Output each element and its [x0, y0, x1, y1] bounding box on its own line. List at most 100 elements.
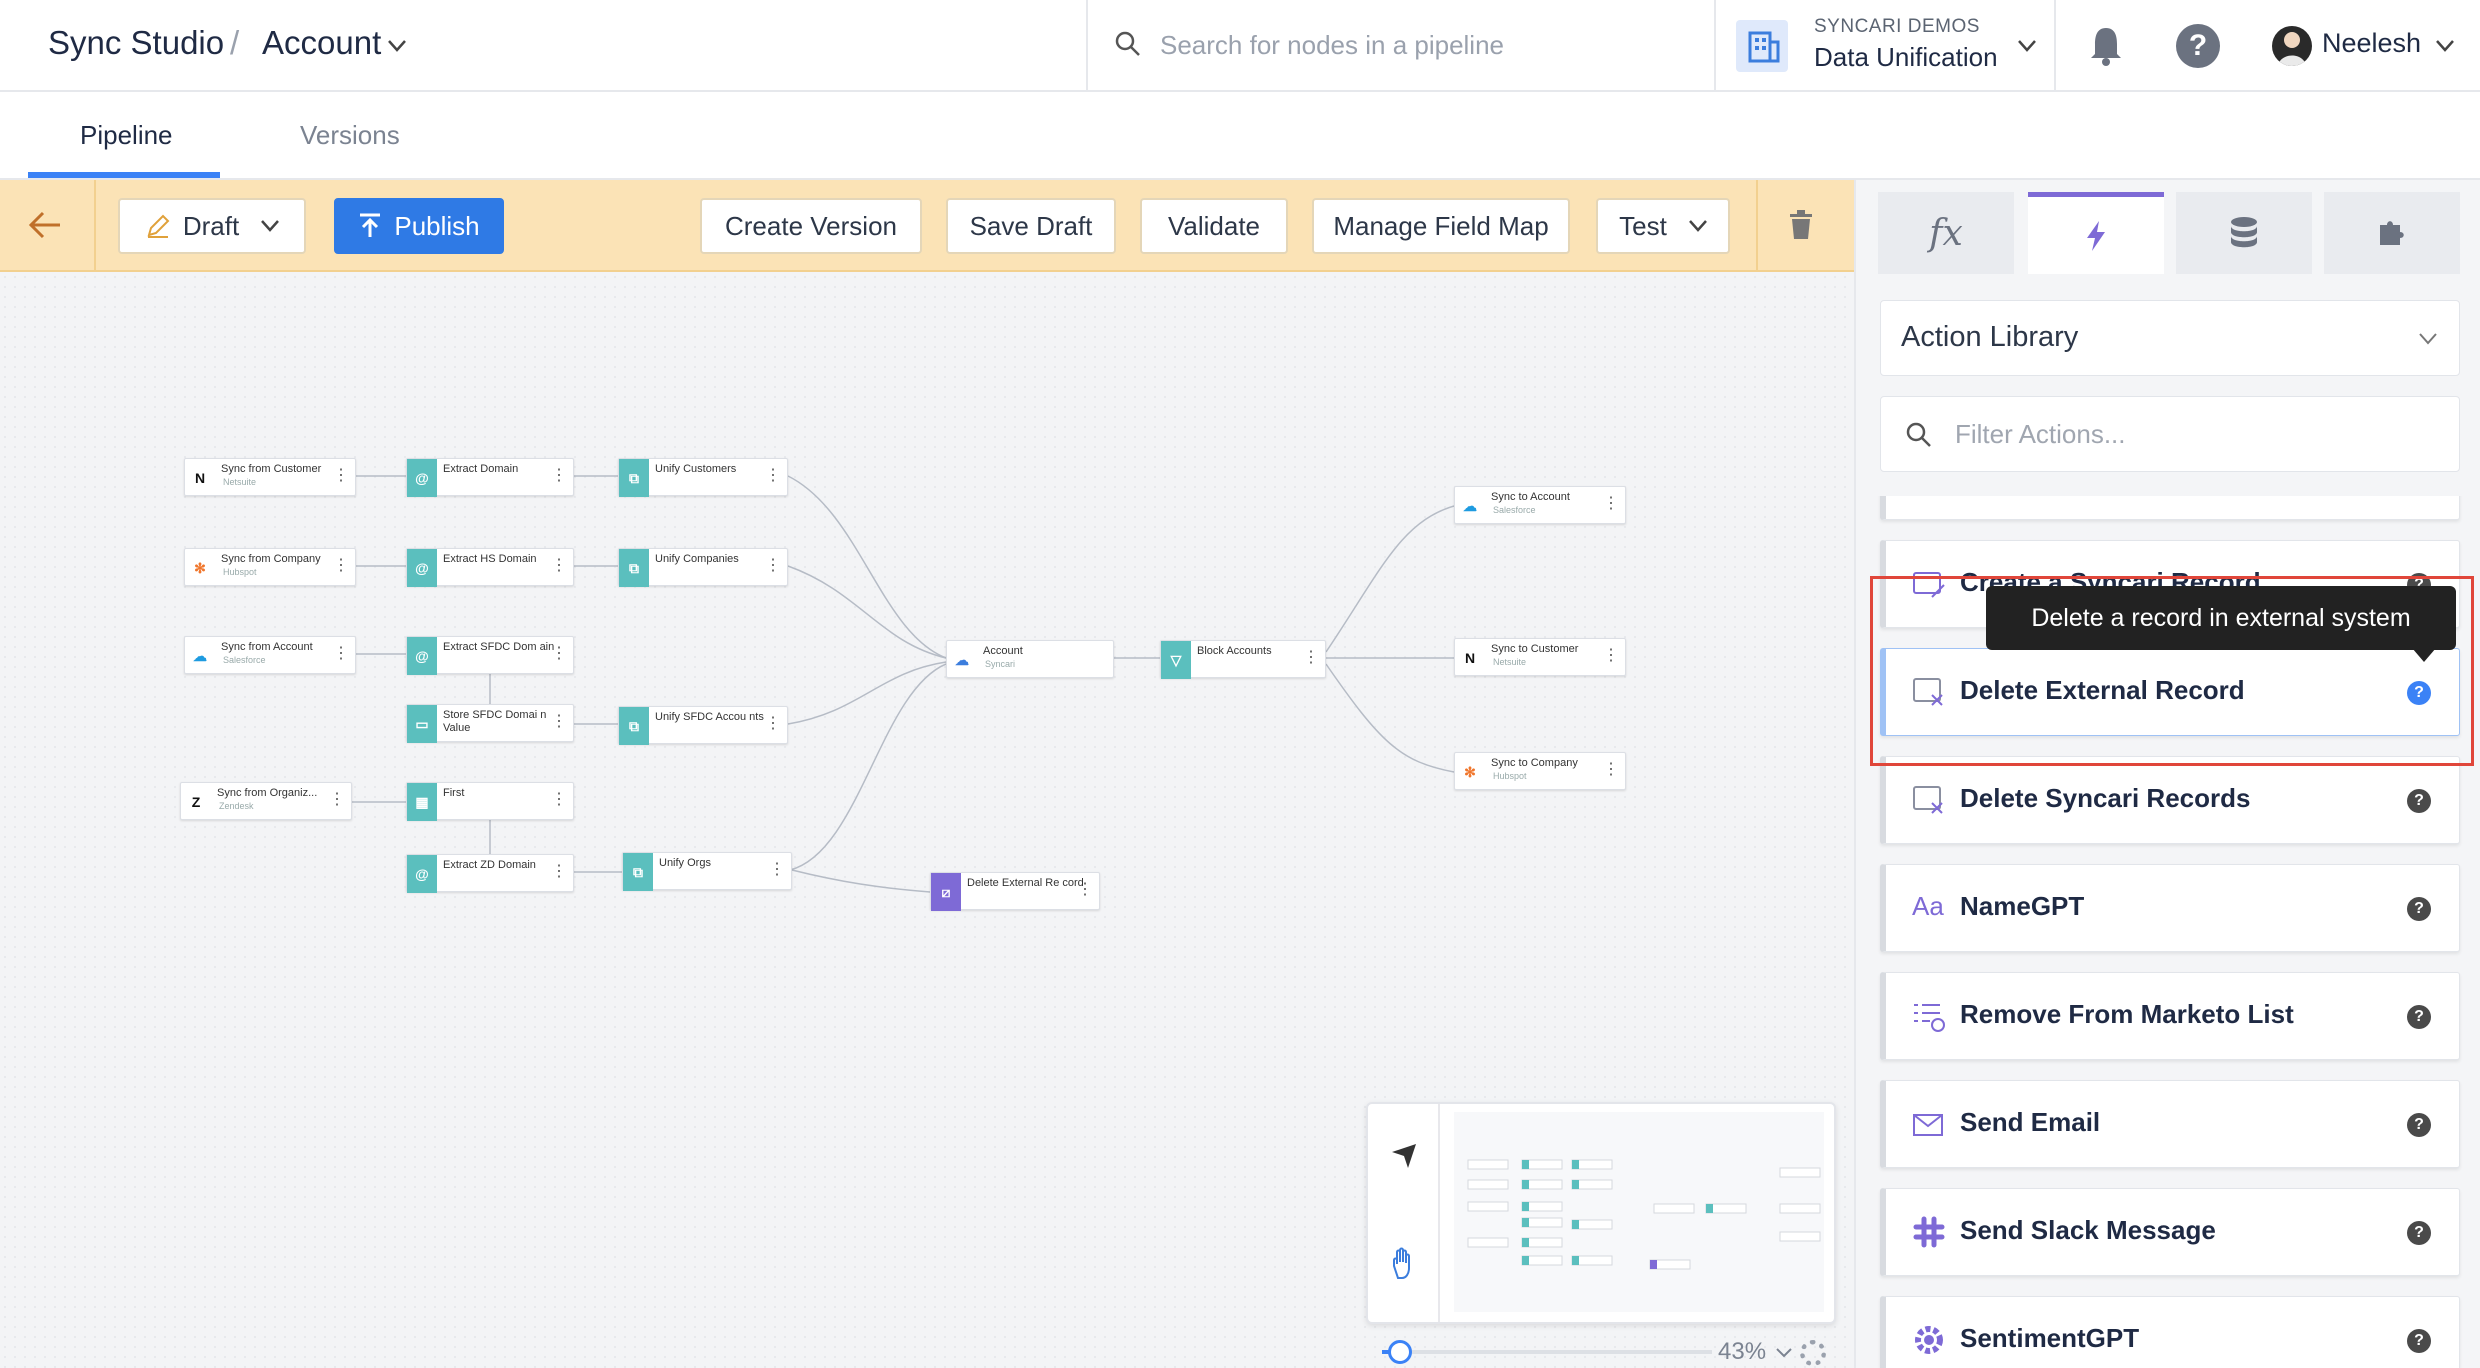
library-dropdown[interactable]: Action Library: [1880, 300, 2460, 376]
search-input[interactable]: Search for nodes in a pipeline: [1160, 30, 1505, 60]
help-icon[interactable]: ?: [2407, 681, 2431, 705]
tab-pipeline[interactable]: Pipeline: [80, 120, 173, 150]
help-icon[interactable]: ?: [2407, 789, 2431, 813]
pipeline-node[interactable]: @ Extract SFDC Dom ain ⋮: [406, 636, 574, 675]
action-remove-from-marketo-list[interactable]: Remove From Marketo List ?: [1880, 972, 2460, 1060]
pipeline-node[interactable]: ▽ Block Accounts ⋮: [1160, 640, 1326, 679]
tab-functions[interactable]: fx: [1878, 192, 2014, 274]
pipeline-node[interactable]: ⧉ Unify Customers ⋮: [618, 458, 788, 497]
help-icon[interactable]: ?: [2176, 24, 2220, 68]
pipeline-node[interactable]: N Sync from Customer Netsuite ⋮: [184, 458, 356, 496]
user-name[interactable]: Neelesh: [2322, 28, 2422, 58]
connector-lines: [352, 475, 1455, 893]
pipeline-node[interactable]: ☁ Account Syncari: [946, 640, 1114, 678]
help-icon[interactable]: ?: [2407, 897, 2431, 921]
pipeline-node[interactable]: ⧉ Unify Companies ⋮: [618, 548, 788, 587]
hand-tool-icon[interactable]: [1388, 1246, 1420, 1280]
tab-extensions[interactable]: [2324, 192, 2460, 274]
filter-input[interactable]: Filter Actions...: [1955, 419, 2126, 449]
action-send-email[interactable]: Send Email ?: [1880, 1080, 2460, 1168]
pipeline-node[interactable]: ✻ Sync to Company Hubspot ⋮: [1454, 752, 1626, 790]
zendesk-icon: Z: [191, 794, 201, 810]
node-menu-icon[interactable]: ⋮: [333, 645, 349, 662]
help-icon[interactable]: ?: [2407, 1005, 2431, 1029]
node-menu-icon[interactable]: ⋮: [551, 713, 567, 730]
node-menu-icon[interactable]: ⋮: [333, 467, 349, 484]
action-delete-syncari-records[interactable]: Delete Syncari Records ?: [1880, 756, 2460, 844]
pipeline-node[interactable]: @ Extract HS Domain ⋮: [406, 548, 574, 587]
lightning-icon: [2087, 220, 2105, 251]
validate-button[interactable]: Validate: [1140, 198, 1288, 254]
tab-actions[interactable]: [2028, 192, 2164, 274]
draft-dropdown[interactable]: Draft: [118, 198, 306, 254]
pipeline-node[interactable]: ▦ First ⋮: [406, 782, 574, 821]
trash-icon[interactable]: [1788, 210, 1814, 240]
node-menu-icon[interactable]: ⋮: [765, 557, 781, 574]
node-menu-icon[interactable]: ⋮: [551, 791, 567, 808]
pipeline-node[interactable]: ⧄ Delete External Re cord ⋮: [930, 872, 1100, 911]
node-search[interactable]: Search for nodes in a pipeline: [1086, 0, 1716, 92]
node-menu-icon[interactable]: ⋮: [1603, 495, 1619, 512]
create-version-button[interactable]: Create Version: [700, 198, 922, 254]
org-switcher[interactable]: SYNCARI DEMOS Data Unification: [1716, 0, 2056, 92]
back-arrow-icon[interactable]: [28, 210, 62, 240]
pipeline-node[interactable]: ☁ Sync to Account Salesforce ⋮: [1454, 486, 1626, 524]
tab-versions[interactable]: Versions: [300, 120, 400, 150]
pipeline-node[interactable]: @ Extract Domain ⋮: [406, 458, 574, 497]
pointer-tool-icon[interactable]: [1388, 1140, 1420, 1172]
help-icon[interactable]: ?: [2407, 1329, 2431, 1353]
manage-field-map-button[interactable]: Manage Field Map: [1312, 198, 1570, 254]
action-delete-external-record[interactable]: Delete External Record ?: [1880, 648, 2460, 736]
chevron-down-icon: [2018, 40, 2036, 52]
help-icon[interactable]: ?: [2407, 1113, 2431, 1137]
zoom-slider-track[interactable]: [1382, 1350, 1712, 1354]
pipeline-node[interactable]: ⧉ Unify Orgs ⋮: [622, 852, 792, 891]
chevron-down-icon[interactable]: [1776, 1348, 1792, 1358]
list-item[interactable]: [1880, 496, 2460, 520]
node-menu-icon[interactable]: ⋮: [551, 645, 567, 662]
building-icon: [1736, 20, 1788, 72]
pipeline-node[interactable]: ✻ Sync from Company Hubspot ⋮: [184, 548, 356, 586]
chevron-down-icon[interactable]: [388, 40, 406, 52]
pipeline-node[interactable]: Z Sync from Organiz... Zendesk ⋮: [180, 782, 352, 820]
node-menu-icon[interactable]: ⋮: [551, 467, 567, 484]
pipeline-node[interactable]: ⧉ Unify SFDC Accou nts ⋮: [618, 706, 788, 745]
pipeline-node[interactable]: @ Extract ZD Domain ⋮: [406, 854, 574, 893]
node-menu-icon[interactable]: ⋮: [769, 861, 785, 878]
avatar[interactable]: [2272, 26, 2312, 66]
library-title: Action Library: [1901, 321, 2079, 353]
tab-data[interactable]: [2176, 192, 2312, 274]
node-menu-icon[interactable]: ⋮: [1303, 649, 1319, 666]
node-menu-icon[interactable]: ⋮: [333, 557, 349, 574]
node-menu-icon[interactable]: ⋮: [765, 467, 781, 484]
pipeline-canvas[interactable]: N Sync from Customer Netsuite ⋮ ✻ Sync f…: [0, 272, 1854, 1368]
breadcrumb-separator: /: [230, 24, 240, 61]
pipeline-node[interactable]: N Sync to Customer Netsuite ⋮: [1454, 638, 1626, 676]
save-draft-button[interactable]: Save Draft: [946, 198, 1116, 254]
node-menu-icon[interactable]: ⋮: [551, 863, 567, 880]
node-menu-icon[interactable]: ⋮: [1603, 761, 1619, 778]
salesforce-icon: ☁: [1463, 497, 1477, 514]
node-menu-icon[interactable]: ⋮: [765, 715, 781, 732]
minimap-preview[interactable]: [1454, 1112, 1824, 1312]
action-namegpt[interactable]: Aa NameGPT ?: [1880, 864, 2460, 952]
action-sentimentgpt[interactable]: SentimentGPT ?: [1880, 1296, 2460, 1368]
app-name[interactable]: Sync Studio: [48, 24, 225, 61]
publish-button[interactable]: Publish: [334, 198, 504, 254]
node-menu-icon[interactable]: ⋮: [329, 791, 345, 808]
pipeline-node[interactable]: ☁ Sync from Account Salesforce ⋮: [184, 636, 356, 674]
help-icon[interactable]: ?: [2407, 1221, 2431, 1245]
bell-icon[interactable]: [2088, 24, 2124, 66]
filter-actions[interactable]: Filter Actions...: [1880, 396, 2460, 472]
search-icon: [1906, 422, 1931, 447]
node-menu-icon[interactable]: ⋮: [1603, 647, 1619, 664]
action-send-slack-message[interactable]: Send Slack Message ?: [1880, 1188, 2460, 1276]
pipeline-node[interactable]: ▭ Store SFDC Domai n Value ⋮: [406, 704, 574, 743]
gear-icon[interactable]: [1800, 1340, 1826, 1366]
node-menu-icon[interactable]: ⋮: [1077, 881, 1093, 898]
entity-selector[interactable]: Account: [262, 24, 382, 61]
node-menu-icon[interactable]: ⋮: [551, 557, 567, 574]
chevron-down-icon[interactable]: [2436, 40, 2454, 52]
zoom-slider-handle[interactable]: [1388, 1340, 1412, 1364]
test-dropdown[interactable]: Test: [1596, 198, 1730, 254]
